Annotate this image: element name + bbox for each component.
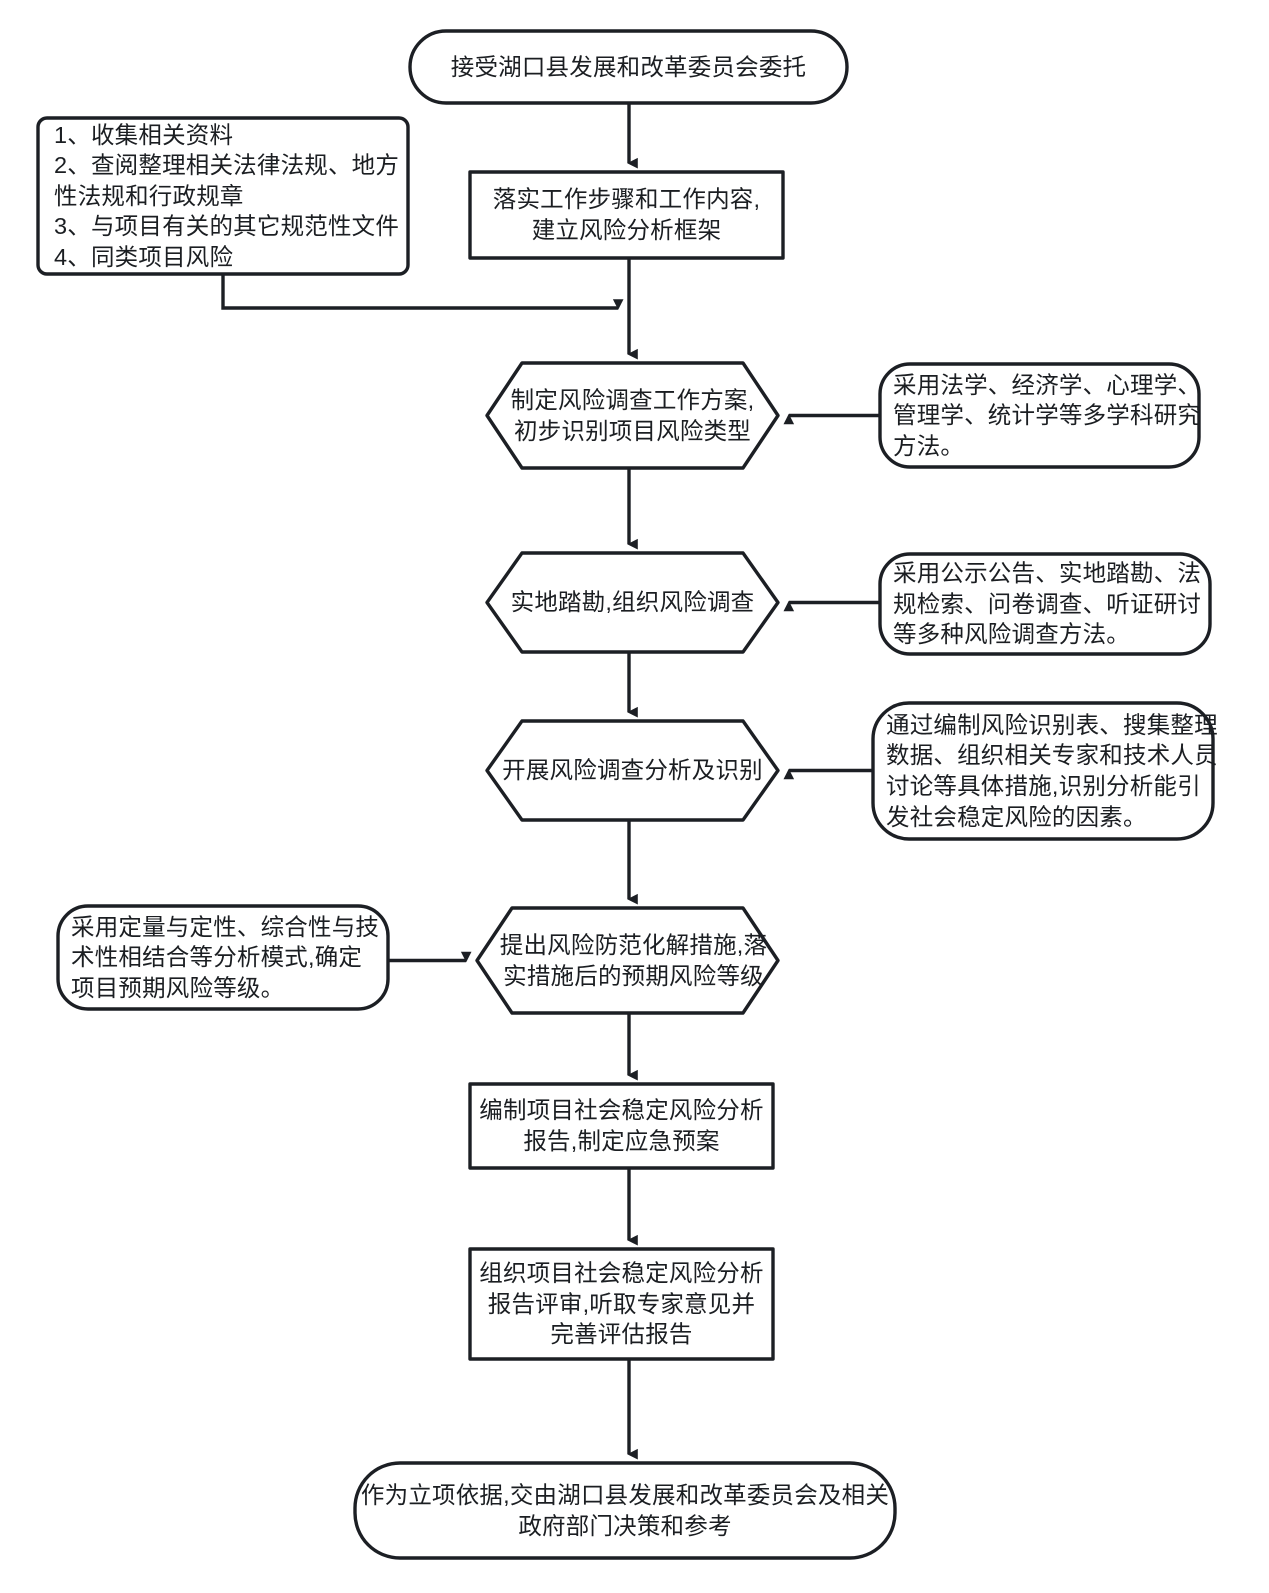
node-measures-shape (475, 906, 780, 1015)
node-note-disciplines-shape (878, 362, 1201, 469)
node-note-methods-shape (878, 552, 1212, 656)
node-review-shape (468, 1247, 775, 1361)
connector-materials-to-spine (221, 274, 624, 310)
node-framework-shape (468, 170, 785, 260)
node-start-shape (408, 29, 849, 105)
node-note-identification-shape (871, 701, 1215, 841)
node-end-shape (353, 1461, 897, 1560)
node-plan-shape (485, 361, 780, 470)
node-note-quantitative-shape (56, 904, 390, 1011)
node-materials-list-shape (36, 116, 410, 276)
node-analysis-shape (485, 719, 780, 822)
node-survey-shape (485, 551, 780, 654)
node-report-shape (468, 1082, 775, 1170)
